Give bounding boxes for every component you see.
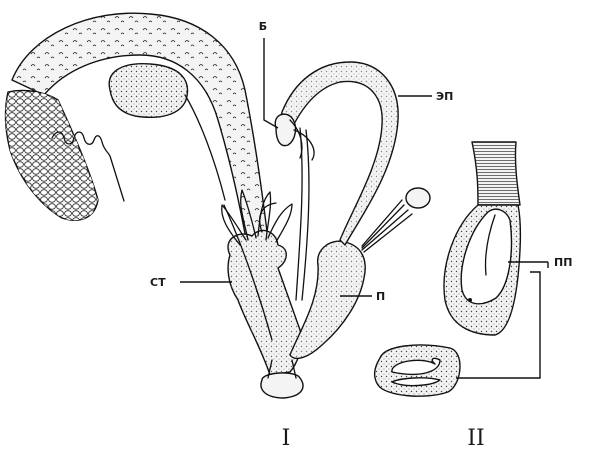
genital-opening [261, 373, 303, 398]
figure-label-two: II [467, 426, 484, 450]
label-p: П [376, 290, 385, 303]
bursa-tip [275, 114, 295, 145]
figure-two-drawing [375, 142, 521, 396]
label-ep: ЭП [436, 90, 453, 103]
muscle-attachment [406, 188, 430, 208]
label-b: Б [259, 20, 267, 33]
label-st: СТ [150, 276, 166, 289]
retractor-muscle [362, 200, 412, 252]
figure-one-drawing [6, 13, 430, 398]
label-pp: ПП [554, 256, 572, 269]
figure-label-one: I [282, 426, 291, 450]
